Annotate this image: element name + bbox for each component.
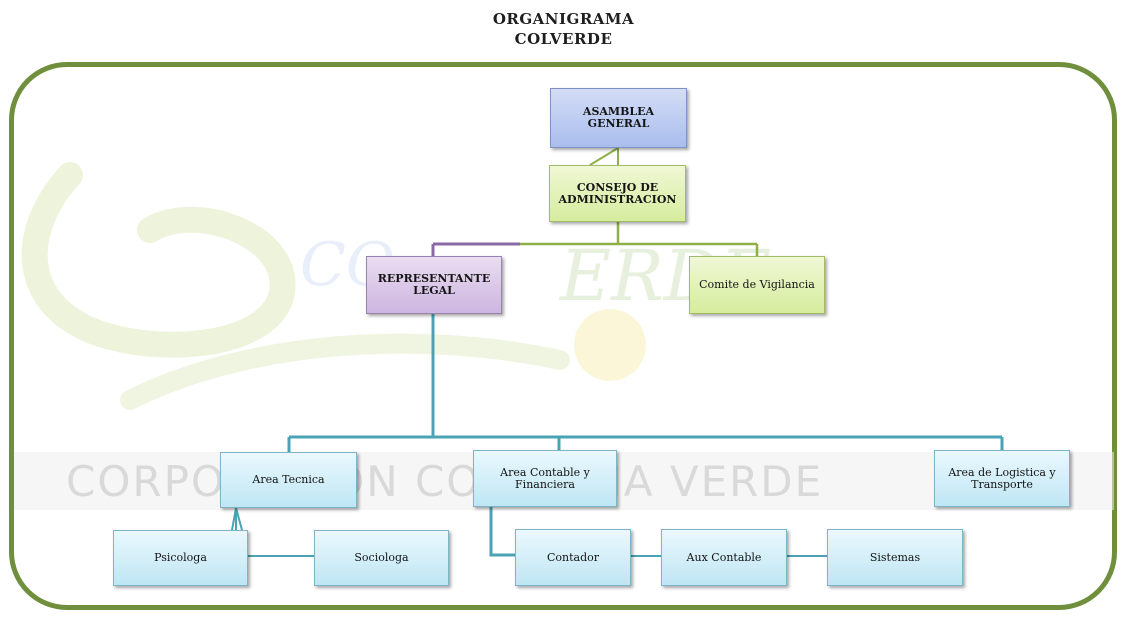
node-area-logistica-transporte: Area de Logistica y Transporte (934, 450, 1070, 507)
chart-title-line1: ORGANIGRAMA (492, 10, 635, 28)
node-aux-contable: Aux Contable (661, 529, 787, 586)
node-asamblea-general: ASAMBLEA GENERAL (550, 88, 687, 148)
watermark-text: CORPORACION COLOMBIA VERDE (66, 457, 824, 506)
node-area-contable-financiera: Area Contable y Financiera (473, 450, 617, 507)
node-representante-legal: REPRESENTANTE LEGAL (366, 256, 502, 314)
org-frame (9, 62, 1117, 610)
node-area-tecnica: Area Tecnica (220, 452, 357, 508)
chart-title-line2: COLVERDE (514, 30, 613, 48)
node-consejo-administracion: CONSEJO DE ADMINISTRACION (549, 165, 686, 222)
node-comite-vigilancia: Comite de Vigilancia (689, 256, 825, 314)
node-psicologa: Psicologa (113, 530, 248, 586)
node-sistemas: Sistemas (827, 529, 963, 586)
node-contador: Contador (515, 529, 631, 586)
node-sociologa: Sociologa (314, 530, 449, 586)
